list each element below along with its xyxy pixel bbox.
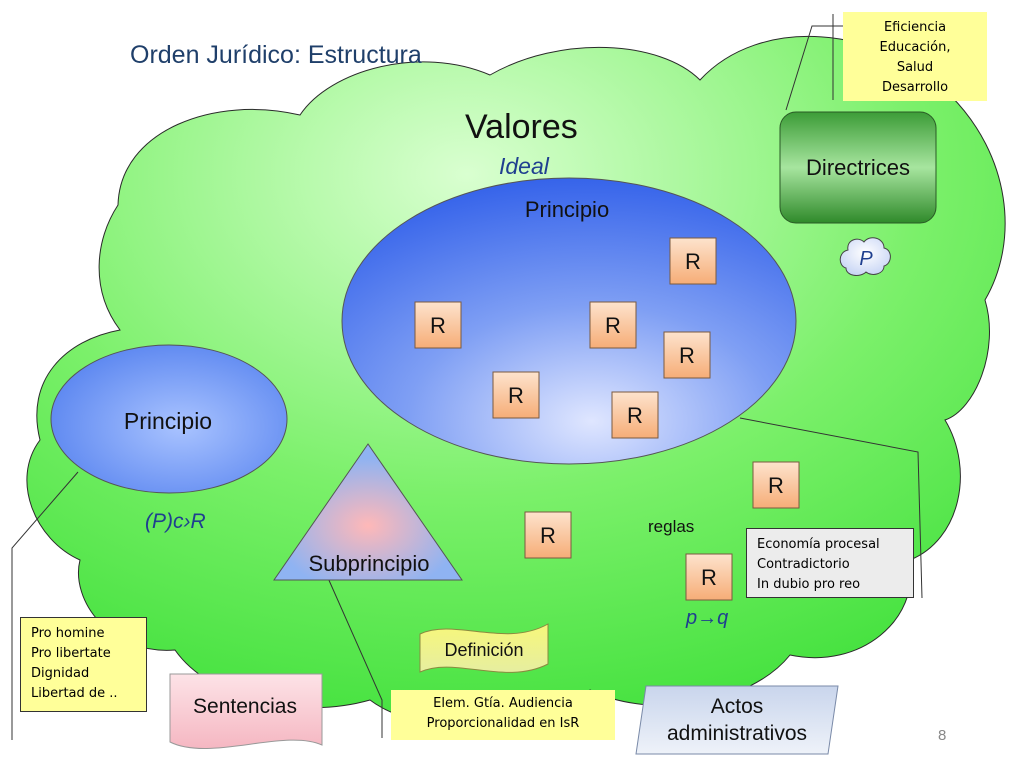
note-line: Libertad de .. [31, 686, 118, 701]
pq-label: p→q [685, 607, 728, 629]
rule-box-label: R [627, 403, 643, 428]
rule-box[interactable]: R [524, 511, 572, 559]
actos-label-line2: administrativos [667, 722, 807, 745]
pcr-label: (P)c›R [145, 510, 206, 533]
note-left-bottom: Pro homine Pro libertate Dignidad Libert… [20, 617, 147, 712]
directrices-box[interactable] [779, 111, 937, 224]
sentencias-shape[interactable] [169, 673, 323, 750]
directrices-label: Directrices [806, 155, 910, 180]
rule-box-square [611, 391, 659, 439]
sentencias-label: Sentencias [193, 695, 297, 718]
connector-lines [11, 14, 923, 740]
rule-box-square [414, 301, 462, 349]
note-line: Salud [896, 60, 934, 75]
rule-box-square [492, 371, 540, 419]
rule-box-square [685, 553, 733, 601]
rule-box[interactable]: R [685, 553, 733, 601]
definicion-banner[interactable] [419, 623, 549, 673]
note-line: Dignidad [31, 666, 90, 681]
note-line: Proporcionalidad en IsR [426, 716, 580, 731]
rule-box-label: R [508, 383, 524, 408]
principio-small-ellipse[interactable] [50, 344, 288, 494]
rule-box-square [669, 237, 717, 285]
rule-box[interactable]: R [589, 301, 637, 349]
reglas-label: reglas [648, 517, 694, 536]
rule-box[interactable]: R [669, 237, 717, 285]
rule-box-label: R [430, 313, 446, 338]
rule-box[interactable]: R [611, 391, 659, 439]
definicion-label: Definición [444, 640, 523, 660]
actos-shape[interactable] [635, 685, 839, 755]
note-line: In dubio pro reo [757, 577, 861, 592]
rule-box-label: R [701, 565, 717, 590]
note-line: Eficiencia [883, 20, 947, 35]
rule-box-square [663, 331, 711, 379]
note-line: Desarrollo [881, 80, 949, 95]
rule-boxes: R R R R R R R R R [414, 237, 800, 601]
rule-box[interactable]: R [414, 301, 462, 349]
note-line: Educación, [879, 40, 951, 55]
note-top-right: Eficiencia Educación, Salud Desarrollo [843, 12, 987, 101]
note-line: Elem. Gtía. Audiencia [433, 696, 573, 711]
rule-box-label: R [605, 313, 621, 338]
note-right-middle: Economía procesal Contradictorio In dubi… [746, 528, 914, 598]
rule-box-label: R [679, 343, 695, 368]
rule-box-square [589, 301, 637, 349]
rule-box-square [752, 461, 800, 509]
rule-box[interactable]: R [663, 331, 711, 379]
p-cloud-label: P [859, 248, 873, 270]
subprincipio-label: Subprincipio [308, 551, 429, 576]
note-line: Pro libertate [31, 646, 111, 661]
rule-box[interactable]: R [752, 461, 800, 509]
subprincipio-triangle[interactable] [273, 443, 463, 581]
rule-box-label: R [768, 473, 784, 498]
principio-small-label: Principio [124, 408, 212, 434]
page-title: Orden Jurídico: Estructura [130, 41, 422, 69]
rule-box-label: R [685, 249, 701, 274]
note-bottom-center: Elem. Gtía. Audiencia Proporcionalidad e… [391, 690, 615, 740]
rule-box-label: R [540, 523, 556, 548]
rule-box[interactable]: R [492, 371, 540, 419]
ideal-label: Ideal [499, 153, 550, 179]
p-cloud-shape [839, 237, 891, 276]
valores-label: Valores [465, 108, 578, 146]
note-line: Economía procesal [757, 537, 880, 552]
page-number: 8 [938, 727, 946, 744]
note-line: Pro homine [31, 626, 105, 641]
rule-box-square [524, 511, 572, 559]
actos-label-line1: Actos [711, 695, 764, 718]
note-line: Contradictorio [757, 557, 850, 572]
principio-big-label: Principio [525, 197, 609, 222]
